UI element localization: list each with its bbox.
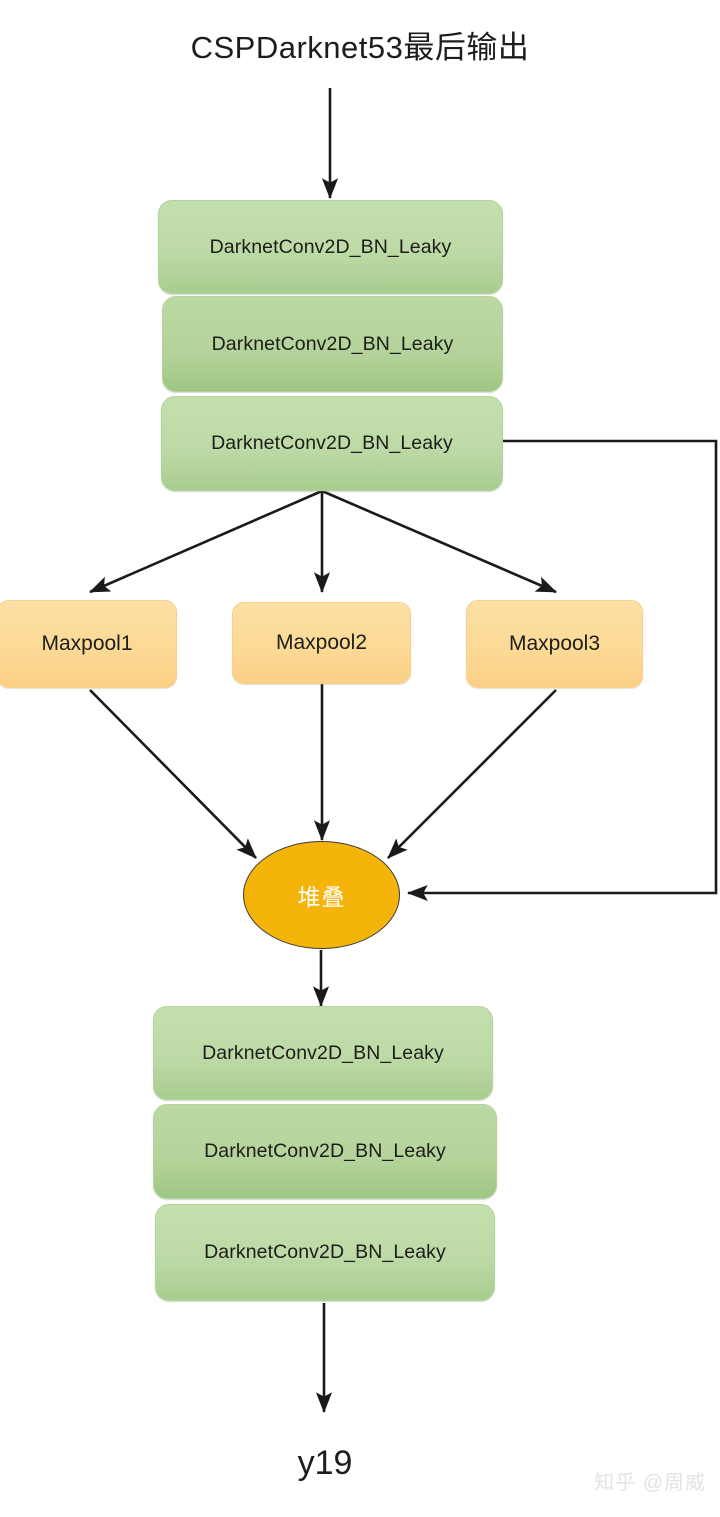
conv-block-5-label: DarknetConv2D_BN_Leaky [204,1140,446,1162]
maxpool-block-3[interactable]: Maxpool3 [466,600,643,688]
conv-block-4-label: DarknetConv2D_BN_Leaky [202,1041,444,1064]
conv-block-3-label: DarknetConv2D_BN_Leaky [211,432,453,454]
conv-block-6[interactable]: DarknetConv2D_BN_Leaky [155,1204,495,1301]
watermark-text: 知乎 @周威 [594,1472,706,1494]
edge-conv3-to-maxpool1 [89,489,323,594]
maxpool-block-1-label: Maxpool1 [41,632,133,655]
conv-block-6-label: DarknetConv2D_BN_Leaky [204,1241,446,1263]
conv-block-1[interactable]: DarknetConv2D_BN_Leaky [158,200,503,294]
maxpool-block-3-label: Maxpool3 [508,632,601,655]
edge-maxpool3-to-concat [387,689,557,859]
conv-block-2[interactable]: DarknetConv2D_BN_Leaky [162,296,503,392]
maxpool-block-2-label: Maxpool2 [275,631,368,654]
concat-node[interactable]: 堆叠 [243,841,400,949]
conv-block-1-label: DarknetConv2D_BN_Leaky [209,235,452,258]
page-title: CSPDarknet53最后输出 [190,30,530,65]
conv-block-3[interactable]: DarknetConv2D_BN_Leaky [161,396,503,491]
concat-node-label: 堆叠 [297,884,346,910]
conv-block-4[interactable]: DarknetConv2D_BN_Leaky [153,1006,493,1100]
conv-block-5[interactable]: DarknetConv2D_BN_Leaky [153,1104,497,1199]
conv-block-2-label: DarknetConv2D_BN_Leaky [211,332,454,355]
maxpool-block-1[interactable]: Maxpool1 [0,600,177,688]
edge-maxpool1-to-concat [89,689,257,859]
maxpool-block-2[interactable]: Maxpool2 [232,602,411,684]
edge-conv3-to-maxpool3 [321,489,557,594]
output-label: y19 [297,1444,353,1482]
